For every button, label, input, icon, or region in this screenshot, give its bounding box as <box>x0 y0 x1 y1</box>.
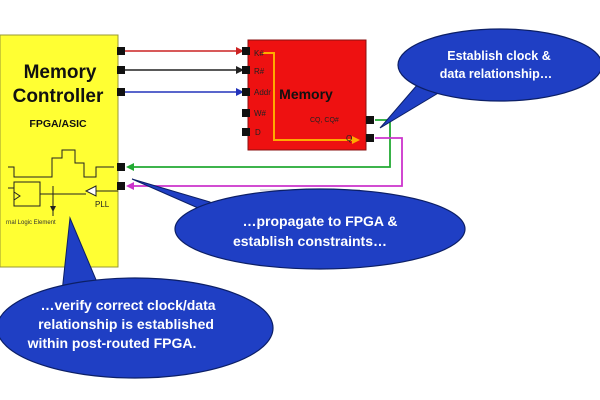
memory-pin <box>242 109 250 117</box>
memory-pin-q-label: Q <box>346 134 352 143</box>
pll-symbol <box>84 185 118 197</box>
controller-pin <box>117 182 125 190</box>
controller-subtitle: FPGA/ASIC <box>29 118 87 130</box>
callout-propagate-line2: establish constraints… <box>233 233 387 249</box>
callout-verify-bubble <box>0 277 274 379</box>
memory-pin-d-label: D <box>255 128 261 137</box>
callout-clock-line1: Establish clock & <box>447 49 551 63</box>
memory-pin <box>242 47 250 55</box>
controller-pin <box>117 163 125 171</box>
callout-clock-bubble <box>397 28 600 102</box>
internal-logic-element <box>8 181 86 216</box>
memory-title: Memory <box>279 86 333 102</box>
controller-title-line1: Memory <box>24 62 97 83</box>
controller-title-line2: Controller <box>13 86 104 107</box>
memory-pin <box>366 134 374 142</box>
memory-box <box>247 39 367 151</box>
internal-logic-label: rnal Logic Element <box>6 220 56 226</box>
memory-internal-path <box>262 52 352 141</box>
controller-box <box>0 34 119 268</box>
controller-pin <box>117 66 125 74</box>
controller-pin <box>117 47 125 55</box>
callout-clock: Establish clock & data relationship… <box>379 28 600 129</box>
memory-pin-r-label: R# <box>254 67 265 76</box>
callout-propagate: …propagate to FPGA & establish constrain… <box>131 178 466 270</box>
memory-pin <box>242 66 250 74</box>
memory-pin-w-label: W# <box>254 109 267 118</box>
callout-verify-line2: relationship is established <box>38 316 214 332</box>
callout-verify: …verify correct clock/data relationship … <box>0 216 274 379</box>
memory-pin <box>366 116 374 124</box>
controller-pins <box>117 47 125 190</box>
memory-pin-cq-label: CQ, CQ# <box>310 117 339 124</box>
callout-verify-line1: …verify correct clock/data <box>40 297 215 313</box>
callout-verify-line3: within post-routed FPGA. <box>27 335 197 351</box>
memory-controller-block: Memory Controller FPGA/ASIC rnal Logic E… <box>0 34 119 268</box>
controller-pin <box>117 88 125 96</box>
internal-clock-waveform <box>8 149 114 178</box>
memory-pin <box>242 128 250 136</box>
memory-pin <box>242 88 250 96</box>
wire-cq <box>134 119 391 168</box>
memory-block: Memory K# R# Addr W# D CQ, CQ# Q <box>247 39 367 151</box>
signal-wires <box>125 47 403 191</box>
pll-label: PLL <box>95 200 110 209</box>
callout-propagate-line1: …propagate to FPGA & <box>242 213 397 229</box>
callout-clock-line2: data relationship… <box>440 67 553 81</box>
memory-pin-k-label: K# <box>254 49 264 58</box>
wire-q <box>134 137 403 187</box>
callout-propagate-bubble <box>174 188 466 270</box>
memory-pin-addr-label: Addr <box>254 88 271 97</box>
memory-pins <box>242 47 374 142</box>
